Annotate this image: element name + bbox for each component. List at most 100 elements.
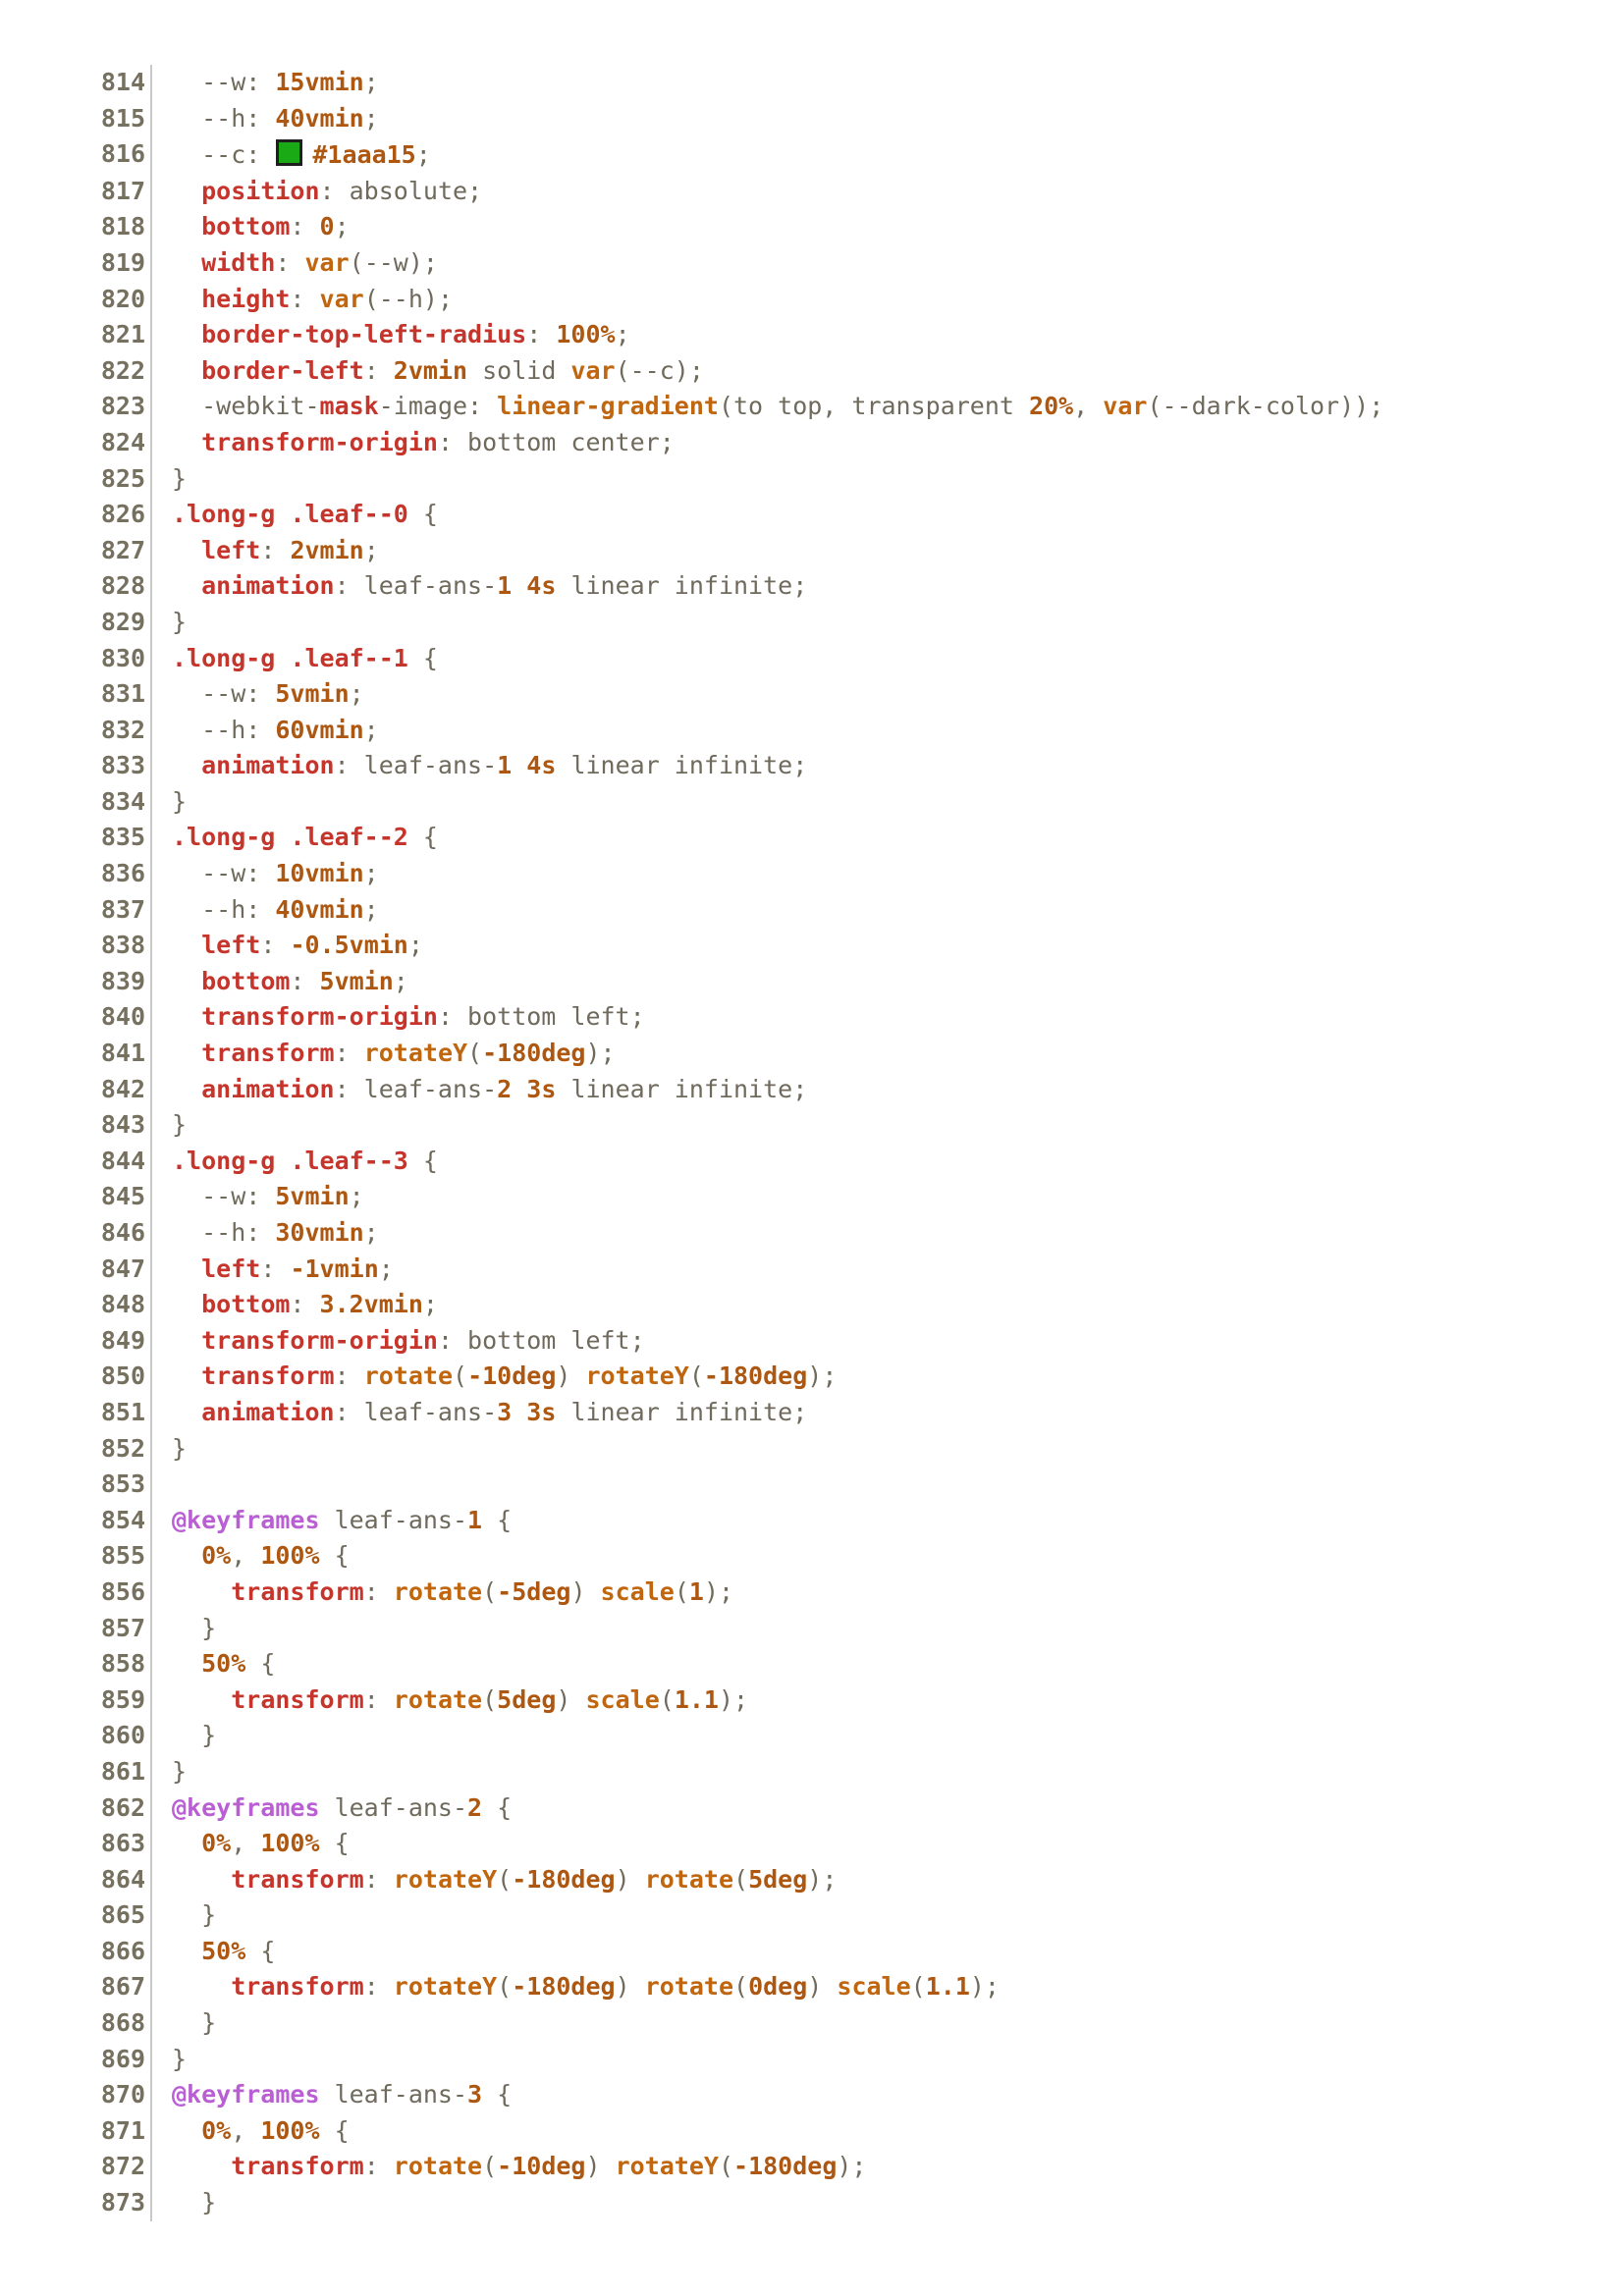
line-number: 821 xyxy=(100,320,145,349)
code-token: { xyxy=(319,1541,350,1571)
code-line: 867 transform: rotateY(-180deg) rotate(0… xyxy=(0,1969,1623,2006)
code-token: linear infinite; xyxy=(556,1074,808,1103)
code-token: 100% xyxy=(260,1541,320,1571)
code-line: 826.long-g .leaf--0 { xyxy=(0,497,1623,533)
code-line-content: bottom: 3.2vmin; xyxy=(150,1287,1623,1323)
code-token: --h: xyxy=(172,1218,276,1247)
line-number: 865 xyxy=(100,1900,145,1930)
code-token xyxy=(172,536,201,564)
code-token: { xyxy=(407,1146,438,1175)
code-token xyxy=(172,1326,201,1355)
code-token: : xyxy=(363,1864,394,1894)
code-line: 847 left: -1vmin; xyxy=(0,1251,1623,1288)
code-line: 858 50% { xyxy=(0,1646,1623,1682)
line-number: 846 xyxy=(100,1218,145,1247)
code-line: 851 animation: leaf-ans-3 3s linear infi… xyxy=(0,1394,1623,1431)
code-line: 818 bottom: 0; xyxy=(0,209,1623,245)
code-line: 820 height: var(--h); xyxy=(0,281,1623,318)
code-line-content: .long-g .leaf--1 { xyxy=(150,640,1623,677)
line-number: 872 xyxy=(100,2152,145,2181)
code-token: { xyxy=(319,2115,350,2145)
code-token: linear infinite; xyxy=(556,571,808,601)
code-token: var xyxy=(319,284,364,313)
line-number: 870 xyxy=(100,2080,145,2109)
line-number: 847 xyxy=(100,1254,145,1283)
line-number: 860 xyxy=(100,1721,145,1750)
code-token: ( xyxy=(910,1972,926,2002)
code-token: ( xyxy=(659,1684,675,1714)
code-line: 854@keyframes leaf-ans-1 { xyxy=(0,1502,1623,1539)
code-token: .long-g .leaf--2 xyxy=(172,823,408,852)
line-number: 838 xyxy=(100,931,145,960)
code-token: linear infinite; xyxy=(556,1397,808,1426)
code-token: ; xyxy=(363,715,379,744)
code-token: : xyxy=(526,320,557,349)
code-token: var xyxy=(1103,392,1148,421)
code-token xyxy=(172,1649,201,1678)
code-token: ( xyxy=(733,1864,749,1894)
code-token: transform xyxy=(231,2152,364,2181)
code-line: 821 border-top-left-radius: 100%; xyxy=(0,317,1623,353)
code-line: 832 --h: 60vmin; xyxy=(0,712,1623,749)
code-token: ); xyxy=(837,2152,867,2181)
code-line: 848 bottom: 3.2vmin; xyxy=(0,1287,1623,1323)
code-editor: 814 --w: 15vmin;815 --h: 40vmin;816 --c:… xyxy=(0,65,1623,2221)
code-token: scale xyxy=(585,1684,660,1714)
code-line-content xyxy=(150,1467,1623,1503)
line-number: 820 xyxy=(100,284,145,313)
code-token: : absolute; xyxy=(319,176,483,205)
code-token: ; xyxy=(378,1254,394,1283)
line-number: 873 xyxy=(100,2188,145,2217)
code-token: --w: xyxy=(172,1182,276,1211)
code-token xyxy=(172,1255,201,1283)
line-number: 854 xyxy=(100,1505,145,1534)
code-token xyxy=(172,428,201,456)
line-number: 848 xyxy=(100,1290,145,1319)
code-token: : bottom left; xyxy=(437,1002,645,1032)
code-token: ; xyxy=(415,140,431,170)
code-line-content: transform: rotateY(-180deg); xyxy=(150,1036,1623,1072)
code-token: ); xyxy=(807,1362,838,1391)
code-token xyxy=(172,751,201,779)
code-token: -180deg xyxy=(703,1362,808,1391)
code-token: animation xyxy=(201,751,335,780)
code-token xyxy=(172,931,201,959)
code-token: --w: xyxy=(172,68,276,96)
code-token: ( xyxy=(482,2152,498,2181)
code-token: , xyxy=(231,2115,261,2145)
code-token: rotate xyxy=(393,1684,483,1714)
line-number: 834 xyxy=(100,786,145,816)
code-line-content: .long-g .leaf--3 { xyxy=(150,1143,1623,1180)
code-line-content: position: absolute; xyxy=(150,173,1623,210)
code-token: 4s xyxy=(526,751,557,780)
code-line: 825} xyxy=(0,460,1623,498)
code-token xyxy=(172,571,201,600)
code-token: 3s xyxy=(526,1397,557,1426)
code-token: rotateY xyxy=(393,1972,498,2002)
line-number: 817 xyxy=(100,176,145,205)
line-number: 855 xyxy=(100,1541,145,1571)
code-token: 10vmin xyxy=(275,859,364,888)
code-token xyxy=(172,1829,201,1857)
line-number: 859 xyxy=(100,1684,145,1714)
code-token: : xyxy=(363,1684,394,1714)
code-line: 837 --h: 40vmin; xyxy=(0,891,1623,929)
code-line: 830.long-g .leaf--1 { xyxy=(0,640,1623,677)
code-token: 2vmin xyxy=(290,535,364,564)
code-token: transform xyxy=(201,1039,335,1068)
code-token: .long-g .leaf--3 xyxy=(172,1146,408,1175)
code-line: 817 position: absolute; xyxy=(0,173,1623,210)
code-token: : leaf-ans- xyxy=(334,1074,498,1103)
code-token: linear infinite; xyxy=(556,751,808,780)
code-token: scale xyxy=(837,1972,911,2002)
line-number: 858 xyxy=(100,1649,145,1679)
code-token xyxy=(512,1398,526,1426)
code-token: } xyxy=(172,1110,188,1140)
code-token: ) xyxy=(615,1864,645,1894)
line-number: 832 xyxy=(100,715,145,744)
code-line-content: 0%, 100% { xyxy=(150,1826,1623,1862)
line-number: 819 xyxy=(100,247,145,277)
code-line-content: -webkit-mask-image: linear-gradient(to t… xyxy=(150,389,1623,425)
code-token: leaf-ans- xyxy=(319,2080,468,2109)
code-token xyxy=(172,967,201,995)
